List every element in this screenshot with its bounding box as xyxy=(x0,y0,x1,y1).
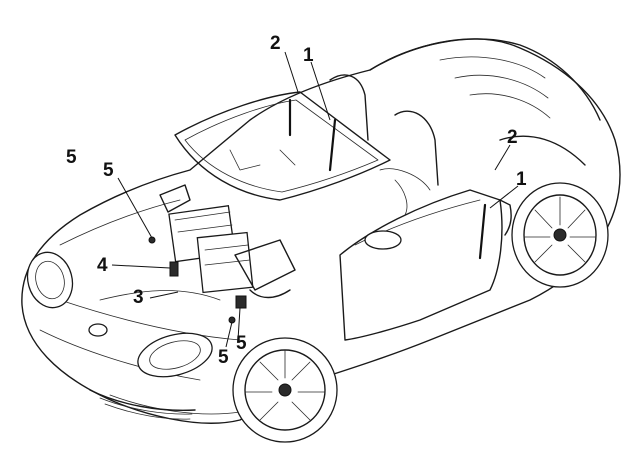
connector-5 xyxy=(235,295,247,309)
connector-3 xyxy=(169,261,179,277)
leader-lines xyxy=(111,51,519,348)
car-body xyxy=(21,38,621,424)
callout-3-left: 3 xyxy=(133,287,144,308)
crest-icon xyxy=(88,323,108,337)
front-assembly xyxy=(159,184,296,299)
hose-top-right xyxy=(328,118,337,172)
windshield xyxy=(174,91,391,201)
callout-1-right: 1 xyxy=(516,169,527,190)
headlights xyxy=(26,251,213,378)
headlight-right xyxy=(137,332,213,378)
hose-door xyxy=(478,203,487,260)
rear-deck xyxy=(369,38,601,166)
hose-highlights xyxy=(148,98,487,324)
callout-5-bottom-a: 5 xyxy=(218,347,229,368)
callout-2-top: 2 xyxy=(270,33,281,54)
callout-1-top: 1 xyxy=(303,45,314,66)
callout-2-right: 2 xyxy=(507,127,518,148)
wheel-front xyxy=(232,337,338,443)
wheel-rear xyxy=(511,182,609,288)
side-mirror xyxy=(364,230,402,250)
callout-4-left: 4 xyxy=(97,255,108,276)
callout-5-left-b: 5 xyxy=(103,160,114,181)
door xyxy=(339,189,512,341)
front-bumper xyxy=(88,323,196,420)
roll-hoops xyxy=(329,74,439,216)
callout-5-bottom-b: 5 xyxy=(236,333,247,354)
callout-5-left-a: 5 xyxy=(66,147,77,168)
